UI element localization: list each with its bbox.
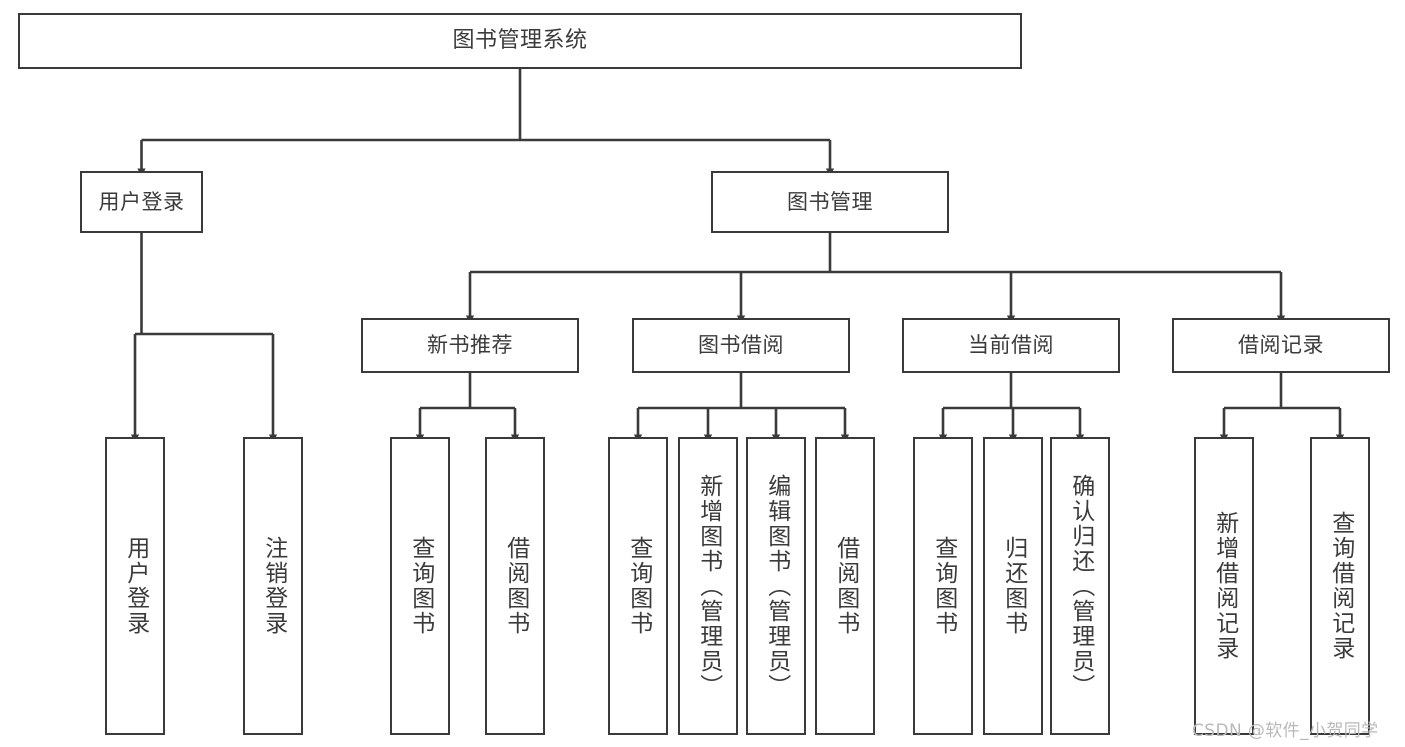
node-label: 查询图书 xyxy=(407,536,434,636)
node-label: 用户登录 xyxy=(122,536,149,636)
node-leaf-user-login[interactable]: 用户登录 xyxy=(105,437,165,735)
node-label: 查询图书 xyxy=(625,536,652,636)
node-label: 新增图书（管理员） xyxy=(695,473,722,699)
node-label: 新书推荐 xyxy=(427,333,513,358)
node-leaf-confirm-return[interactable]: 确认归还（管理员） xyxy=(1050,437,1110,735)
connector-lines xyxy=(130,69,1345,443)
node-label: 借阅图书 xyxy=(832,536,859,636)
node-label: 注销登录 xyxy=(260,536,287,636)
node-label: 当前借阅 xyxy=(968,333,1054,358)
node-label: 用户登录 xyxy=(98,189,185,214)
node-leaf-logout[interactable]: 注销登录 xyxy=(243,437,303,735)
node-label: 图书管理系统 xyxy=(452,28,588,54)
node-leaf-add-record[interactable]: 新增借阅记录 xyxy=(1194,437,1254,735)
node-label: 借阅记录 xyxy=(1238,333,1324,358)
node-leaf-query-book-1[interactable]: 查询图书 xyxy=(390,437,450,735)
node-leaf-query-book-2[interactable]: 查询图书 xyxy=(608,437,668,735)
node-leaf-add-book[interactable]: 新增图书（管理员） xyxy=(678,437,738,735)
node-label: 图书借阅 xyxy=(698,333,784,358)
node-leaf-query-record[interactable]: 查询借阅记录 xyxy=(1310,437,1370,735)
node-label: 图书管理 xyxy=(787,189,873,214)
node-label: 借阅图书 xyxy=(502,536,529,636)
node-label: 查询借阅记录 xyxy=(1327,511,1354,661)
node-label: 编辑图书（管理员） xyxy=(763,473,790,699)
node-leaf-edit-book[interactable]: 编辑图书（管理员） xyxy=(746,437,806,735)
node-new-book-rec[interactable]: 新书推荐 xyxy=(361,318,579,373)
node-leaf-borrow-book-1[interactable]: 借阅图书 xyxy=(485,437,545,735)
node-label: 查询图书 xyxy=(930,536,957,636)
node-label: 新增借阅记录 xyxy=(1211,511,1238,661)
node-leaf-query-book-3[interactable]: 查询图书 xyxy=(913,437,973,735)
node-leaf-return-book[interactable]: 归还图书 xyxy=(983,437,1043,735)
csdn-watermark: CSDN @软件_小贺同学 xyxy=(1192,721,1379,741)
node-book-borrow[interactable]: 图书借阅 xyxy=(632,318,850,373)
node-label: 确认归还（管理员） xyxy=(1067,473,1094,699)
node-user-login[interactable]: 用户登录 xyxy=(80,171,203,233)
node-label: 归还图书 xyxy=(1000,536,1027,636)
node-root[interactable]: 图书管理系统 xyxy=(18,13,1022,69)
node-current-borrow[interactable]: 当前借阅 xyxy=(902,318,1120,373)
node-book-manage[interactable]: 图书管理 xyxy=(711,171,949,233)
node-borrow-record[interactable]: 借阅记录 xyxy=(1172,318,1390,373)
node-leaf-borrow-book-2[interactable]: 借阅图书 xyxy=(815,437,875,735)
